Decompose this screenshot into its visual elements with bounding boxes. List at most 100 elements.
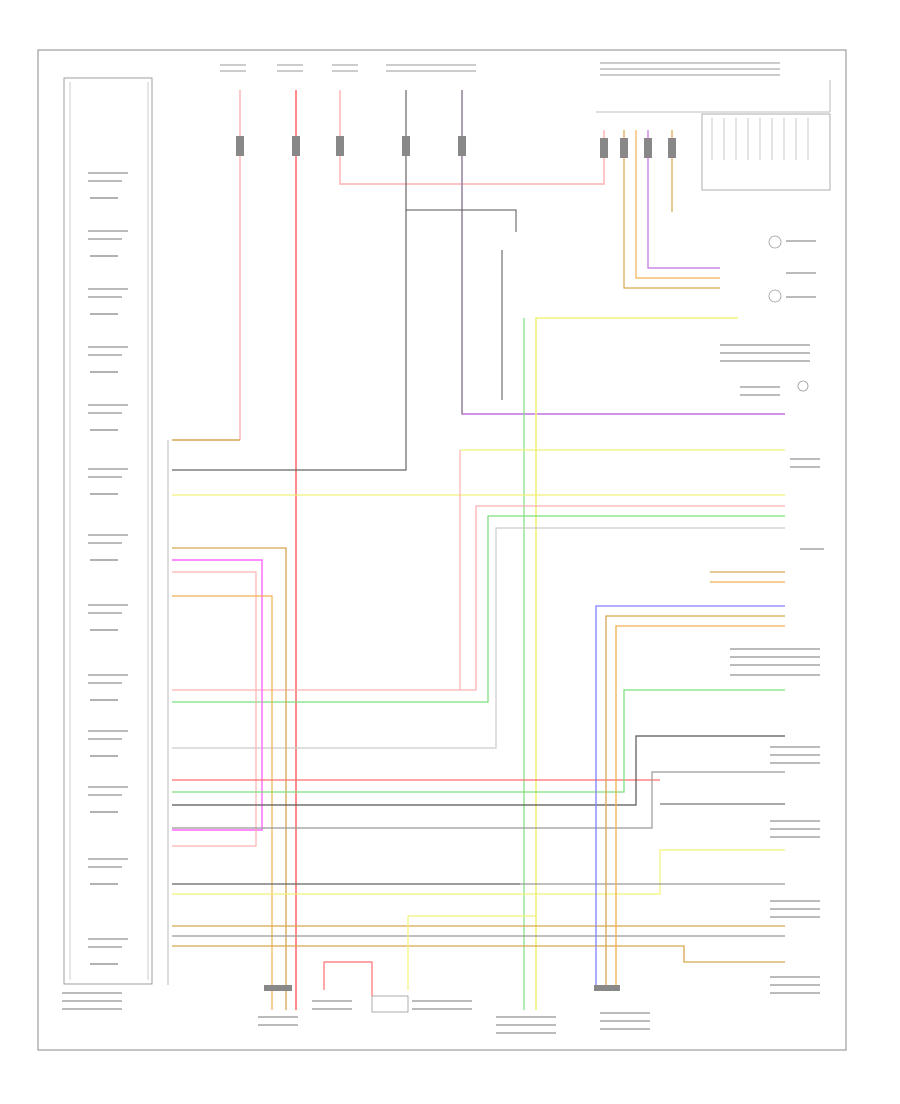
label-bar	[730, 656, 820, 658]
stub	[236, 136, 244, 156]
label-bar	[312, 1000, 352, 1002]
right-labels	[720, 240, 824, 994]
wire-black-h2	[172, 735, 785, 806]
module-block	[88, 412, 122, 414]
fuse-label	[386, 64, 476, 66]
stub	[336, 136, 344, 156]
label-bar	[786, 240, 816, 242]
stub	[644, 138, 652, 158]
stub	[620, 138, 628, 158]
label-bar	[770, 976, 820, 978]
wire-gray-h2	[172, 771, 785, 829]
label-bar	[786, 272, 816, 274]
label-bar	[770, 900, 820, 902]
stub	[458, 136, 466, 156]
module-block	[88, 534, 128, 536]
module-block	[88, 674, 128, 676]
module-block	[88, 346, 128, 348]
module-block	[88, 296, 122, 298]
wire-tan-loop	[172, 595, 273, 1010]
wire-orange-v	[615, 625, 785, 990]
module-block	[88, 468, 128, 470]
label-bar	[790, 466, 820, 468]
wire-yellow-long	[535, 317, 738, 1010]
gauge-icon	[768, 235, 782, 249]
label-bar	[720, 344, 810, 346]
fuse-label	[332, 70, 358, 72]
wire-yellow-h3	[172, 849, 785, 895]
wire-pink-loop	[172, 547, 287, 1010]
diagram-frame	[37, 49, 847, 1051]
wire-red-sensor	[323, 961, 373, 996]
fuse-label	[332, 64, 358, 66]
module-block	[88, 354, 122, 356]
wire-pink-h1	[172, 505, 785, 691]
fuse-label	[277, 64, 303, 66]
module-block	[88, 682, 122, 684]
top-fuse-labels	[220, 62, 780, 76]
module-block	[88, 238, 122, 240]
label-bar	[770, 992, 820, 994]
bottom-labels	[62, 992, 650, 1034]
label-bar	[770, 746, 820, 748]
right-top-module	[701, 113, 831, 191]
wire-black-short	[406, 209, 517, 232]
label-bar	[600, 1020, 650, 1022]
fuse-label	[600, 62, 780, 64]
module-block	[88, 946, 122, 948]
stub	[292, 136, 300, 156]
label-bar	[730, 664, 820, 666]
label-bar	[730, 674, 820, 676]
label-bar	[258, 1016, 298, 1018]
right-module-pins	[711, 118, 809, 160]
label-bar	[800, 548, 824, 550]
label-bar	[740, 386, 780, 388]
label-bar	[790, 458, 820, 460]
label-bar	[770, 836, 820, 838]
stub	[600, 138, 608, 158]
label-bar	[496, 1016, 556, 1018]
module-block	[88, 938, 128, 940]
wire-white-h1	[172, 527, 785, 749]
wire-blue-v	[595, 605, 785, 990]
fuse-label	[600, 74, 780, 76]
label-bar	[770, 754, 820, 756]
module-block	[88, 230, 128, 232]
stub	[668, 138, 676, 158]
wire-green-h1	[172, 515, 785, 703]
wire-green-h2	[172, 689, 785, 793]
label-bar	[600, 1028, 650, 1030]
label-bar	[62, 992, 122, 994]
label-bar	[720, 360, 810, 362]
label-bar	[600, 1012, 650, 1014]
fuse-label	[386, 70, 476, 72]
module-block	[88, 180, 122, 182]
label-bar	[770, 820, 820, 822]
module-block	[88, 404, 128, 406]
wire-tan-1	[623, 130, 720, 289]
label-bar	[730, 648, 820, 650]
label-bar	[770, 984, 820, 986]
module-block	[88, 794, 122, 796]
module-block	[88, 172, 128, 174]
label-bar	[258, 1024, 298, 1026]
gauge-icon	[797, 380, 809, 392]
label-bar	[720, 352, 810, 354]
fuse-label	[220, 70, 246, 72]
label-bar	[496, 1032, 556, 1034]
wire-yellow-bottom	[407, 915, 536, 990]
module-block	[88, 476, 122, 478]
wire-pink-loop-2	[172, 571, 257, 847]
wire-black-gnd	[172, 90, 407, 471]
wire-orange-1	[635, 130, 720, 279]
wire-tan-h4	[172, 945, 785, 963]
bottom-connectors	[264, 985, 620, 991]
module-block	[88, 786, 128, 788]
stub	[402, 136, 410, 156]
label-bar	[496, 1024, 556, 1026]
fuse-label	[220, 64, 246, 66]
module-block	[88, 604, 128, 606]
wire-tan-v	[605, 615, 785, 990]
